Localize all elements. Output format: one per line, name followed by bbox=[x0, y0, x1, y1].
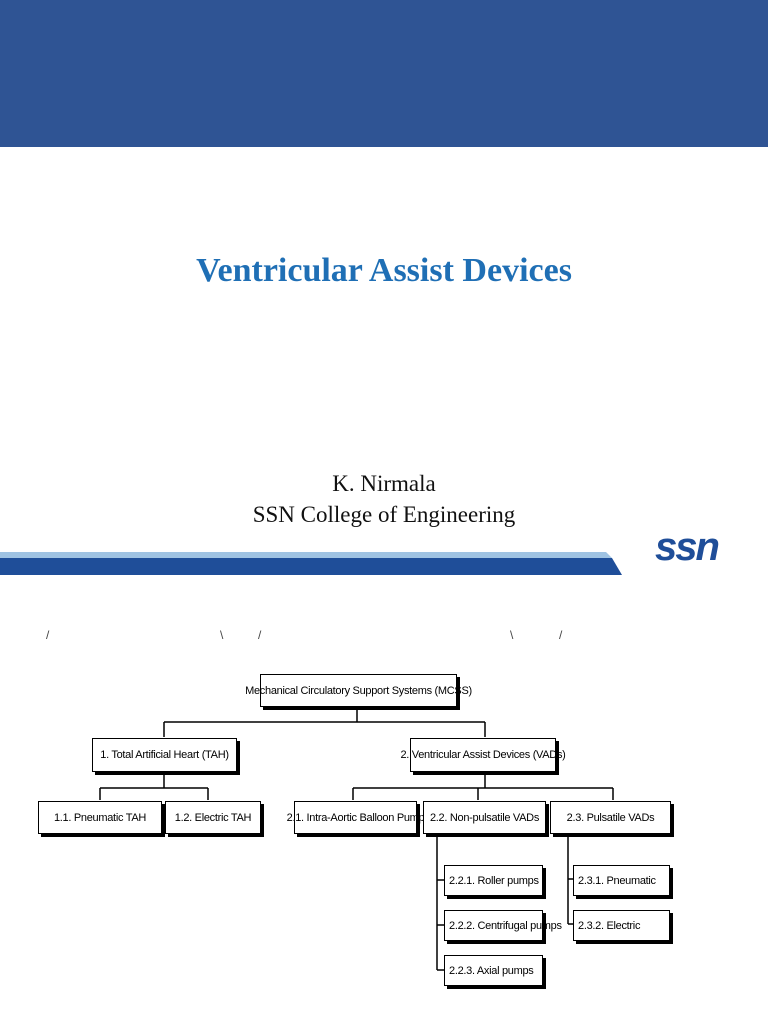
slide-title: Ventricular Assist Devices bbox=[196, 252, 572, 289]
scan-mark: \ bbox=[220, 628, 224, 642]
ssn-logo: ssn bbox=[655, 525, 720, 569]
node-mcss: Mechanical Circulatory Support Systems (… bbox=[245, 674, 472, 707]
node-electric: 2.3.2. Electric bbox=[573, 910, 670, 941]
node-tah: 1. Total Artificial Heart (TAH) bbox=[92, 738, 237, 772]
scan-mark: / bbox=[258, 628, 262, 642]
node-pneumatic: 2.3.1. Pneumatic bbox=[573, 865, 670, 896]
node-nonpulsatile: 2.2. Non-pulsatile VADs bbox=[423, 801, 546, 834]
node-vad: 2. Ventricular Assist Devices (VADs) bbox=[400, 738, 566, 772]
scan-mark: / bbox=[46, 628, 50, 642]
node-electric-tah: 1.2. Electric TAH bbox=[165, 801, 261, 834]
node-axial-pumps: 2.2.3. Axial pumps bbox=[444, 955, 543, 986]
node-pulsatile: 2.3. Pulsatile VADs bbox=[550, 801, 671, 834]
header-band bbox=[0, 0, 768, 147]
scan-mark: \ bbox=[510, 628, 514, 642]
footer-stripe bbox=[0, 552, 622, 575]
node-pneumatic-tah: 1.1. Pneumatic TAH bbox=[38, 801, 162, 834]
institution-name: SSN College of Engineering bbox=[252, 502, 516, 527]
node-centrifugal-pumps: 2.2.2. Centrifugal pumps bbox=[444, 910, 562, 941]
node-roller-pumps: 2.2.1. Roller pumps bbox=[444, 865, 543, 896]
stripe-light bbox=[0, 552, 612, 558]
node-iabp: 2.1. Intra-Aortic Balloon Pump bbox=[287, 801, 425, 834]
author-name: K. Nirmala bbox=[332, 471, 436, 496]
scan-mark: / bbox=[559, 628, 563, 642]
author-block: K. Nirmala SSN College of Engineering bbox=[0, 468, 768, 530]
stripe-dark bbox=[0, 558, 622, 575]
